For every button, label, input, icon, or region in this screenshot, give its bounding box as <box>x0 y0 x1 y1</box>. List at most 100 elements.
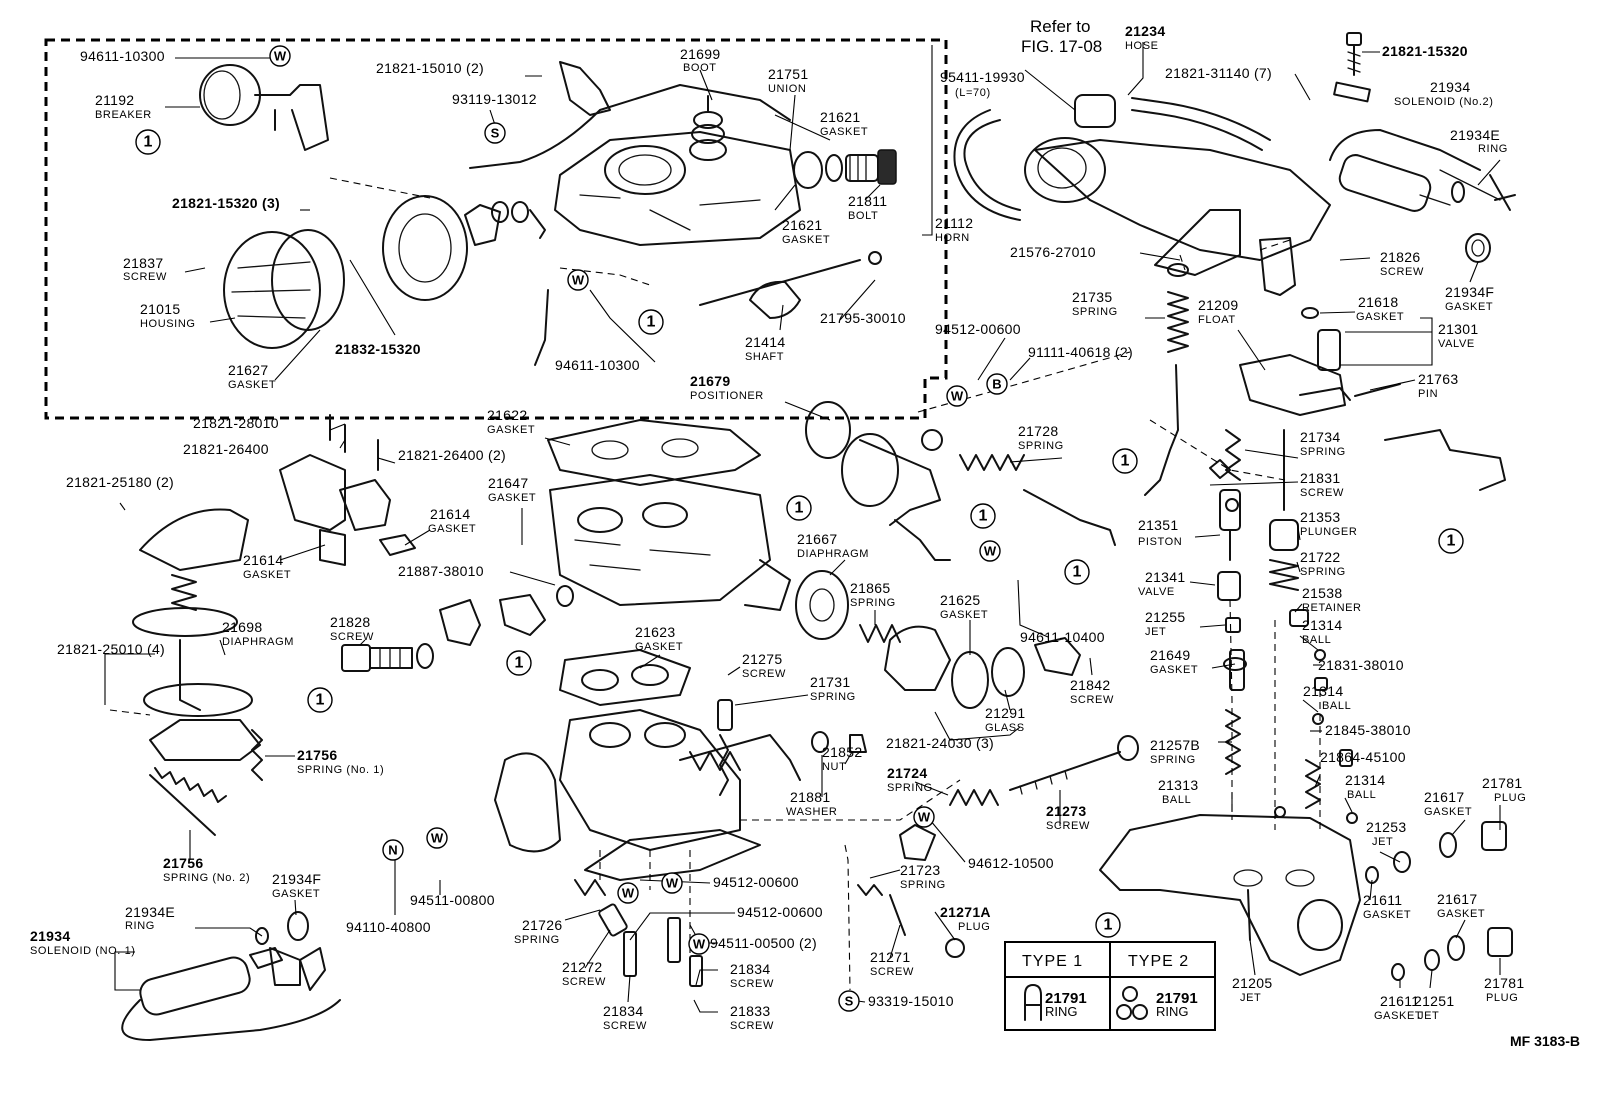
type2-ring-icon <box>1116 986 1148 1020</box>
svg-text:DIAPHRAGM: DIAPHRAGM <box>222 636 294 648</box>
svg-text:W: W <box>622 886 635 901</box>
svg-text:JET: JET <box>1418 1010 1439 1022</box>
callout: 93119-13012 <box>452 91 536 107</box>
svg-text:GASKET: GASKET <box>243 569 291 581</box>
callout: 94512-00600 <box>737 904 823 920</box>
shaft-illustration <box>699 251 882 319</box>
svg-text:21864-45100: 21864-45100 <box>1320 749 1406 765</box>
svg-text:NUT: NUT <box>822 761 846 773</box>
svg-text:GASKET: GASKET <box>635 641 683 653</box>
svg-text:21351: 21351 <box>1138 517 1178 533</box>
svg-text:21698: 21698 <box>222 619 262 635</box>
w-symbol-marker: W <box>269 45 291 67</box>
breaker-illustration <box>199 64 329 151</box>
svg-text:W: W <box>693 937 706 952</box>
n-symbol-marker: N <box>382 839 404 861</box>
horn-illustration <box>469 84 801 246</box>
ref1-marker: 1 <box>970 503 996 529</box>
ref1-marker: 1 <box>638 309 664 335</box>
svg-text:21828: 21828 <box>330 614 370 630</box>
svg-text:1: 1 <box>795 500 804 517</box>
main-body-illustration <box>547 419 791 611</box>
callout: 93319-15010 <box>868 993 954 1009</box>
svg-text:21625: 21625 <box>940 592 980 608</box>
svg-text:94512-00600: 94512-00600 <box>737 904 823 920</box>
svg-text:21833: 21833 <box>730 1003 770 1019</box>
ring-type-legend: 1 TYPE 1 TYPE 2 21791 RING 21791 RING <box>1004 912 1216 1031</box>
s-symbol-marker: S <box>838 990 860 1012</box>
svg-text:SPRING (No. 2): SPRING (No. 2) <box>163 872 250 884</box>
svg-text:PLUG: PLUG <box>1494 792 1526 804</box>
svg-text:21821-15320: 21821-15320 <box>1382 43 1468 59</box>
callout: 21821-15320 (3) <box>172 195 280 211</box>
callout: 21821-26400 <box>183 441 269 457</box>
b-symbol-marker: B <box>986 373 1008 395</box>
housing-illustration <box>223 195 468 349</box>
svg-text:21275: 21275 <box>742 651 782 667</box>
svg-text:BALL: BALL <box>1162 794 1191 806</box>
svg-text:SCREW: SCREW <box>1046 820 1090 832</box>
svg-text:21821-26400 (2): 21821-26400 (2) <box>398 447 506 463</box>
svg-text:RING: RING <box>1045 1004 1078 1019</box>
callout: 94611-10400 <box>1020 629 1104 645</box>
svg-text:SHAFT: SHAFT <box>745 351 784 363</box>
svg-text:1: 1 <box>144 134 153 151</box>
svg-text:SCREW: SCREW <box>730 978 774 990</box>
svg-text:JET: JET <box>1145 626 1166 638</box>
svg-text:21622: 21622 <box>487 407 527 423</box>
svg-text:RETAINER: RETAINER <box>1302 602 1362 614</box>
svg-text:JET: JET <box>1240 992 1261 1004</box>
svg-text:1: 1 <box>1104 917 1113 934</box>
s-symbol-marker: S <box>484 122 506 144</box>
svg-text:21611: 21611 <box>1380 993 1419 1009</box>
svg-text:21341: 21341 <box>1145 569 1185 585</box>
svg-text:GASKET: GASKET <box>228 379 276 391</box>
ref1-marker: 1 <box>1438 528 1464 554</box>
svg-text:SPRING: SPRING <box>810 691 856 703</box>
svg-text:SPRING: SPRING <box>850 597 896 609</box>
callout: 21821-25010 (4) <box>57 641 165 657</box>
svg-text:21611: 21611 <box>1363 892 1402 908</box>
solenoid-no1-illustration <box>121 911 341 1041</box>
svg-text:RING: RING <box>125 920 155 932</box>
svg-text:HOSE: HOSE <box>1125 40 1159 52</box>
callout: 21576-27010 <box>1010 244 1096 260</box>
callout: 21821-15320 <box>1382 43 1468 59</box>
svg-text:GASKET: GASKET <box>1374 1010 1422 1022</box>
callout: 94612-10500 <box>968 855 1054 871</box>
svg-text:21821-24030 (3): 21821-24030 (3) <box>886 735 994 751</box>
top-right-screw-illustration <box>1333 32 1371 103</box>
svg-text:21272: 21272 <box>562 959 602 975</box>
svg-text:BOLT: BOLT <box>848 210 878 222</box>
solenoid-no2-illustration <box>1329 129 1516 263</box>
svg-text:21834: 21834 <box>730 961 770 977</box>
svg-text:21734: 21734 <box>1300 429 1340 445</box>
float-illustration <box>1239 354 1351 416</box>
svg-text:21112: 21112 <box>935 215 973 231</box>
w-symbol-marker: W <box>617 882 639 904</box>
svg-text:RING: RING <box>1478 143 1508 155</box>
svg-text:21301: 21301 <box>1438 321 1478 337</box>
